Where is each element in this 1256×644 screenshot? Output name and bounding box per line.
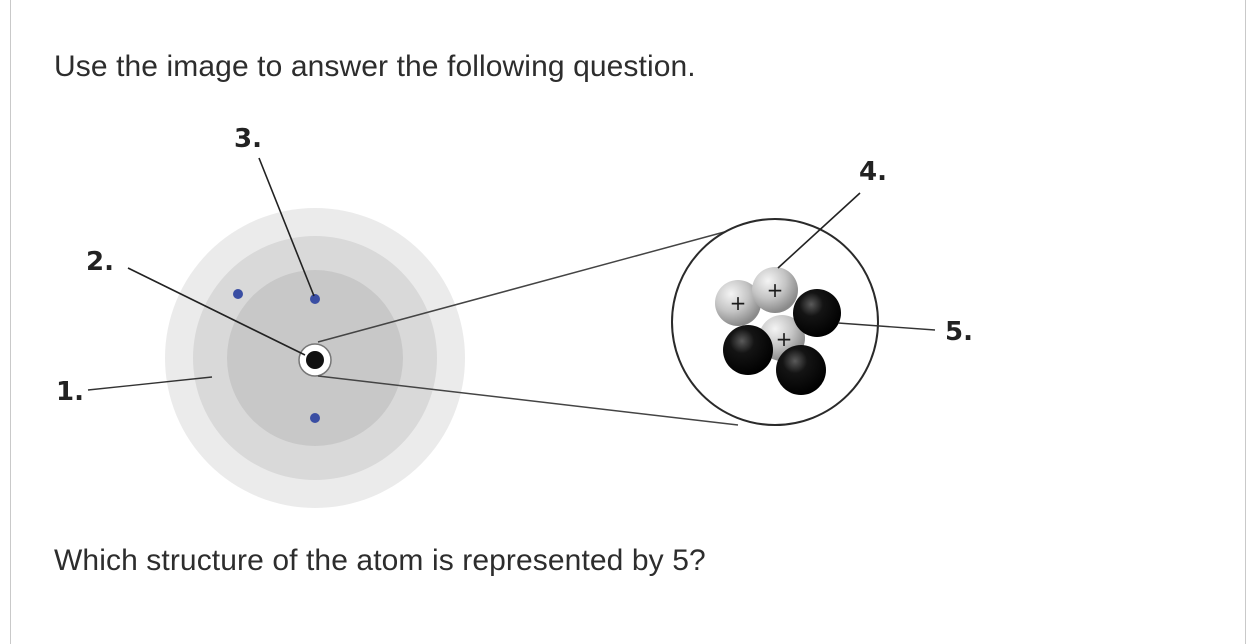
leader-line-2 <box>127 267 306 356</box>
proton <box>752 267 798 313</box>
label-5: 5. <box>945 317 973 347</box>
proton <box>715 280 761 326</box>
label-2: 2. <box>86 247 114 277</box>
question-text: Which structure of the atom is represent… <box>54 544 706 577</box>
question-card-border <box>10 0 1246 644</box>
leader-line-5 <box>837 322 936 331</box>
electron <box>233 289 243 299</box>
electron <box>310 294 320 304</box>
leader-line-3 <box>258 157 315 297</box>
neutron <box>793 289 841 337</box>
electron <box>310 413 320 423</box>
label-4: 4. <box>859 157 887 187</box>
label-3: 3. <box>234 124 262 154</box>
proton-sign: + <box>767 278 784 302</box>
leader-line-1 <box>87 376 213 391</box>
label-1: 1. <box>56 377 84 407</box>
prompt-text: Use the image to answer the following qu… <box>54 50 696 83</box>
neutron <box>776 345 826 395</box>
neutron <box>723 325 773 375</box>
proton-sign: + <box>776 327 793 351</box>
leader-line-4 <box>777 192 861 269</box>
nucleus <box>306 351 324 369</box>
proton-sign: + <box>730 291 747 315</box>
zoom-line-upper <box>317 230 729 343</box>
zoom-line-lower <box>317 375 739 426</box>
